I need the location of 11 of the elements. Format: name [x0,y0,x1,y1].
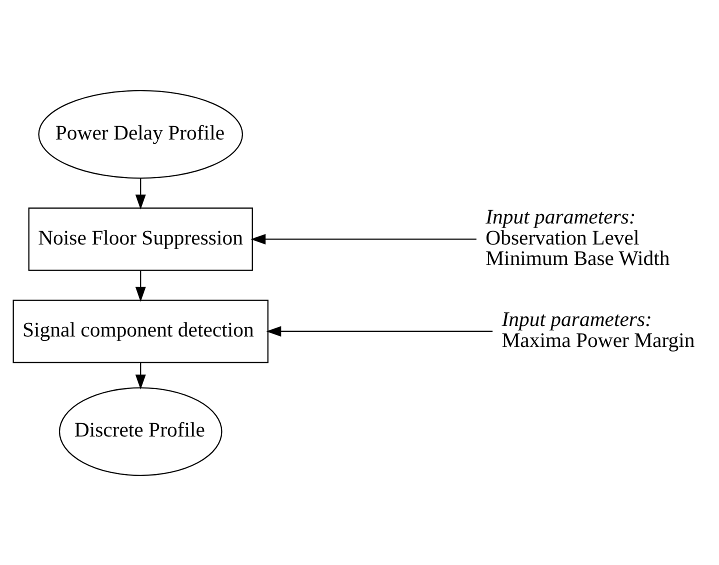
node-box: Signal component detection [12,299,268,363]
arrow [135,270,146,302]
node-text: Input parameters: Maxima Power Margin [502,308,695,352]
node-text: Input parameters: Observation Level Minimum Base Width [486,206,670,270]
arrow [266,326,493,336]
node-ellipse: Power Delay Profile [38,90,244,178]
node-ellipse: Discrete Profile [58,386,222,476]
arrow [135,362,146,390]
node-box: Noise Floor Suppression [28,207,253,270]
arrow [250,233,476,244]
arrow [135,178,146,210]
